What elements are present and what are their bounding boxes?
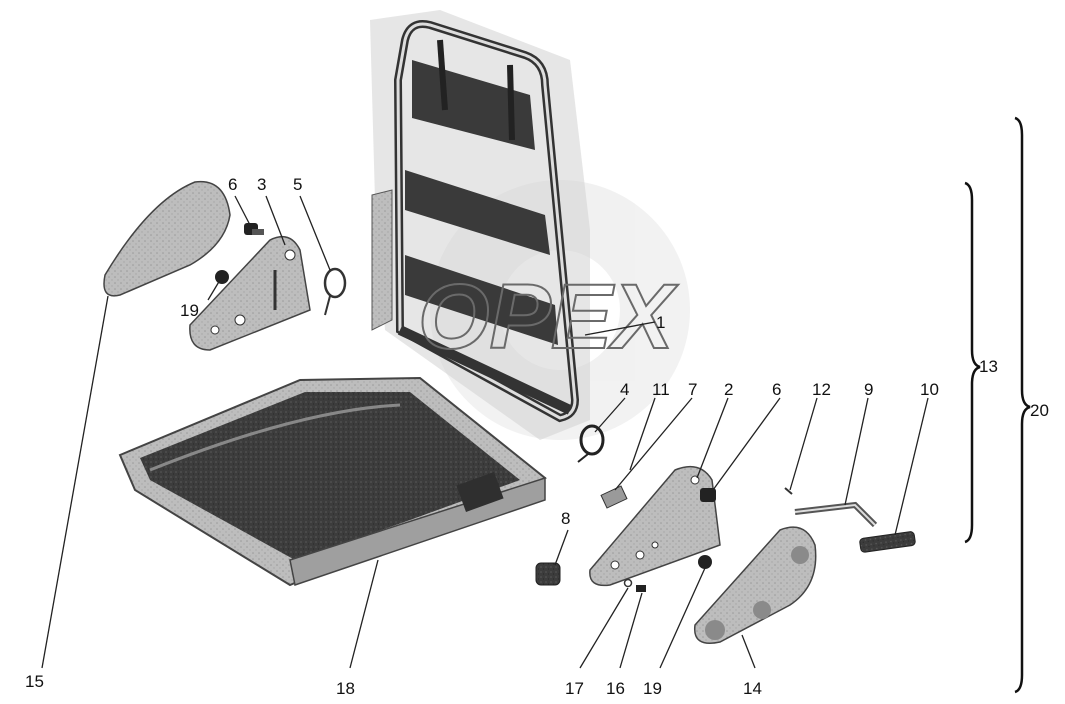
callout-20: 20: [1030, 401, 1049, 420]
callout-19-left: 19: [180, 301, 199, 320]
right-bolt: [700, 488, 716, 502]
callout-8: 8: [561, 509, 570, 528]
callout-4: 4: [620, 380, 629, 399]
callout-5: 5: [293, 175, 302, 194]
callout-9: 9: [864, 380, 873, 399]
callout-16: 16: [606, 679, 625, 698]
left-bolt: [244, 223, 264, 235]
washer: [623, 578, 633, 588]
callout-15: 15: [25, 672, 44, 691]
callout-12: 12: [812, 380, 831, 399]
right-side-cover: [693, 526, 817, 644]
right-nut: [698, 555, 712, 569]
callout-6-left: 6: [228, 175, 237, 194]
pin: [784, 487, 793, 495]
leader-lines: [41, 195, 929, 669]
seat-back-frame: [370, 10, 590, 440]
callout-17: 17: [565, 679, 584, 698]
callout-3: 3: [257, 175, 266, 194]
left-torsion-spring: [323, 267, 347, 316]
roller-cylinder: [535, 562, 561, 586]
bushing: [600, 485, 628, 509]
callout-6-right: 6: [772, 380, 781, 399]
callout-1: 1: [656, 313, 665, 332]
right-torsion-spring: [577, 424, 605, 463]
left-side-cover: [103, 180, 231, 297]
callout-14: 14: [743, 679, 762, 698]
right-mounting-plate: [589, 465, 721, 587]
callout-13: 13: [979, 357, 998, 376]
left-mounting-plate: [189, 235, 311, 351]
seat-cushion-pan: [118, 376, 547, 587]
group-brace-20: [1014, 116, 1031, 694]
callout-7: 7: [688, 380, 697, 399]
watermark-text: OPEX: [418, 266, 678, 368]
callout-11: 11: [652, 380, 670, 399]
group-brace-13: [964, 181, 981, 544]
callout-18: 18: [336, 679, 355, 698]
screw: [636, 585, 646, 592]
callout-2: 2: [724, 380, 733, 399]
callout-19-right: 19: [643, 679, 662, 698]
callout-10: 10: [920, 380, 939, 399]
lever-handle: [859, 531, 916, 553]
adjust-lever-rod: [794, 501, 878, 528]
left-nut: [215, 270, 229, 284]
